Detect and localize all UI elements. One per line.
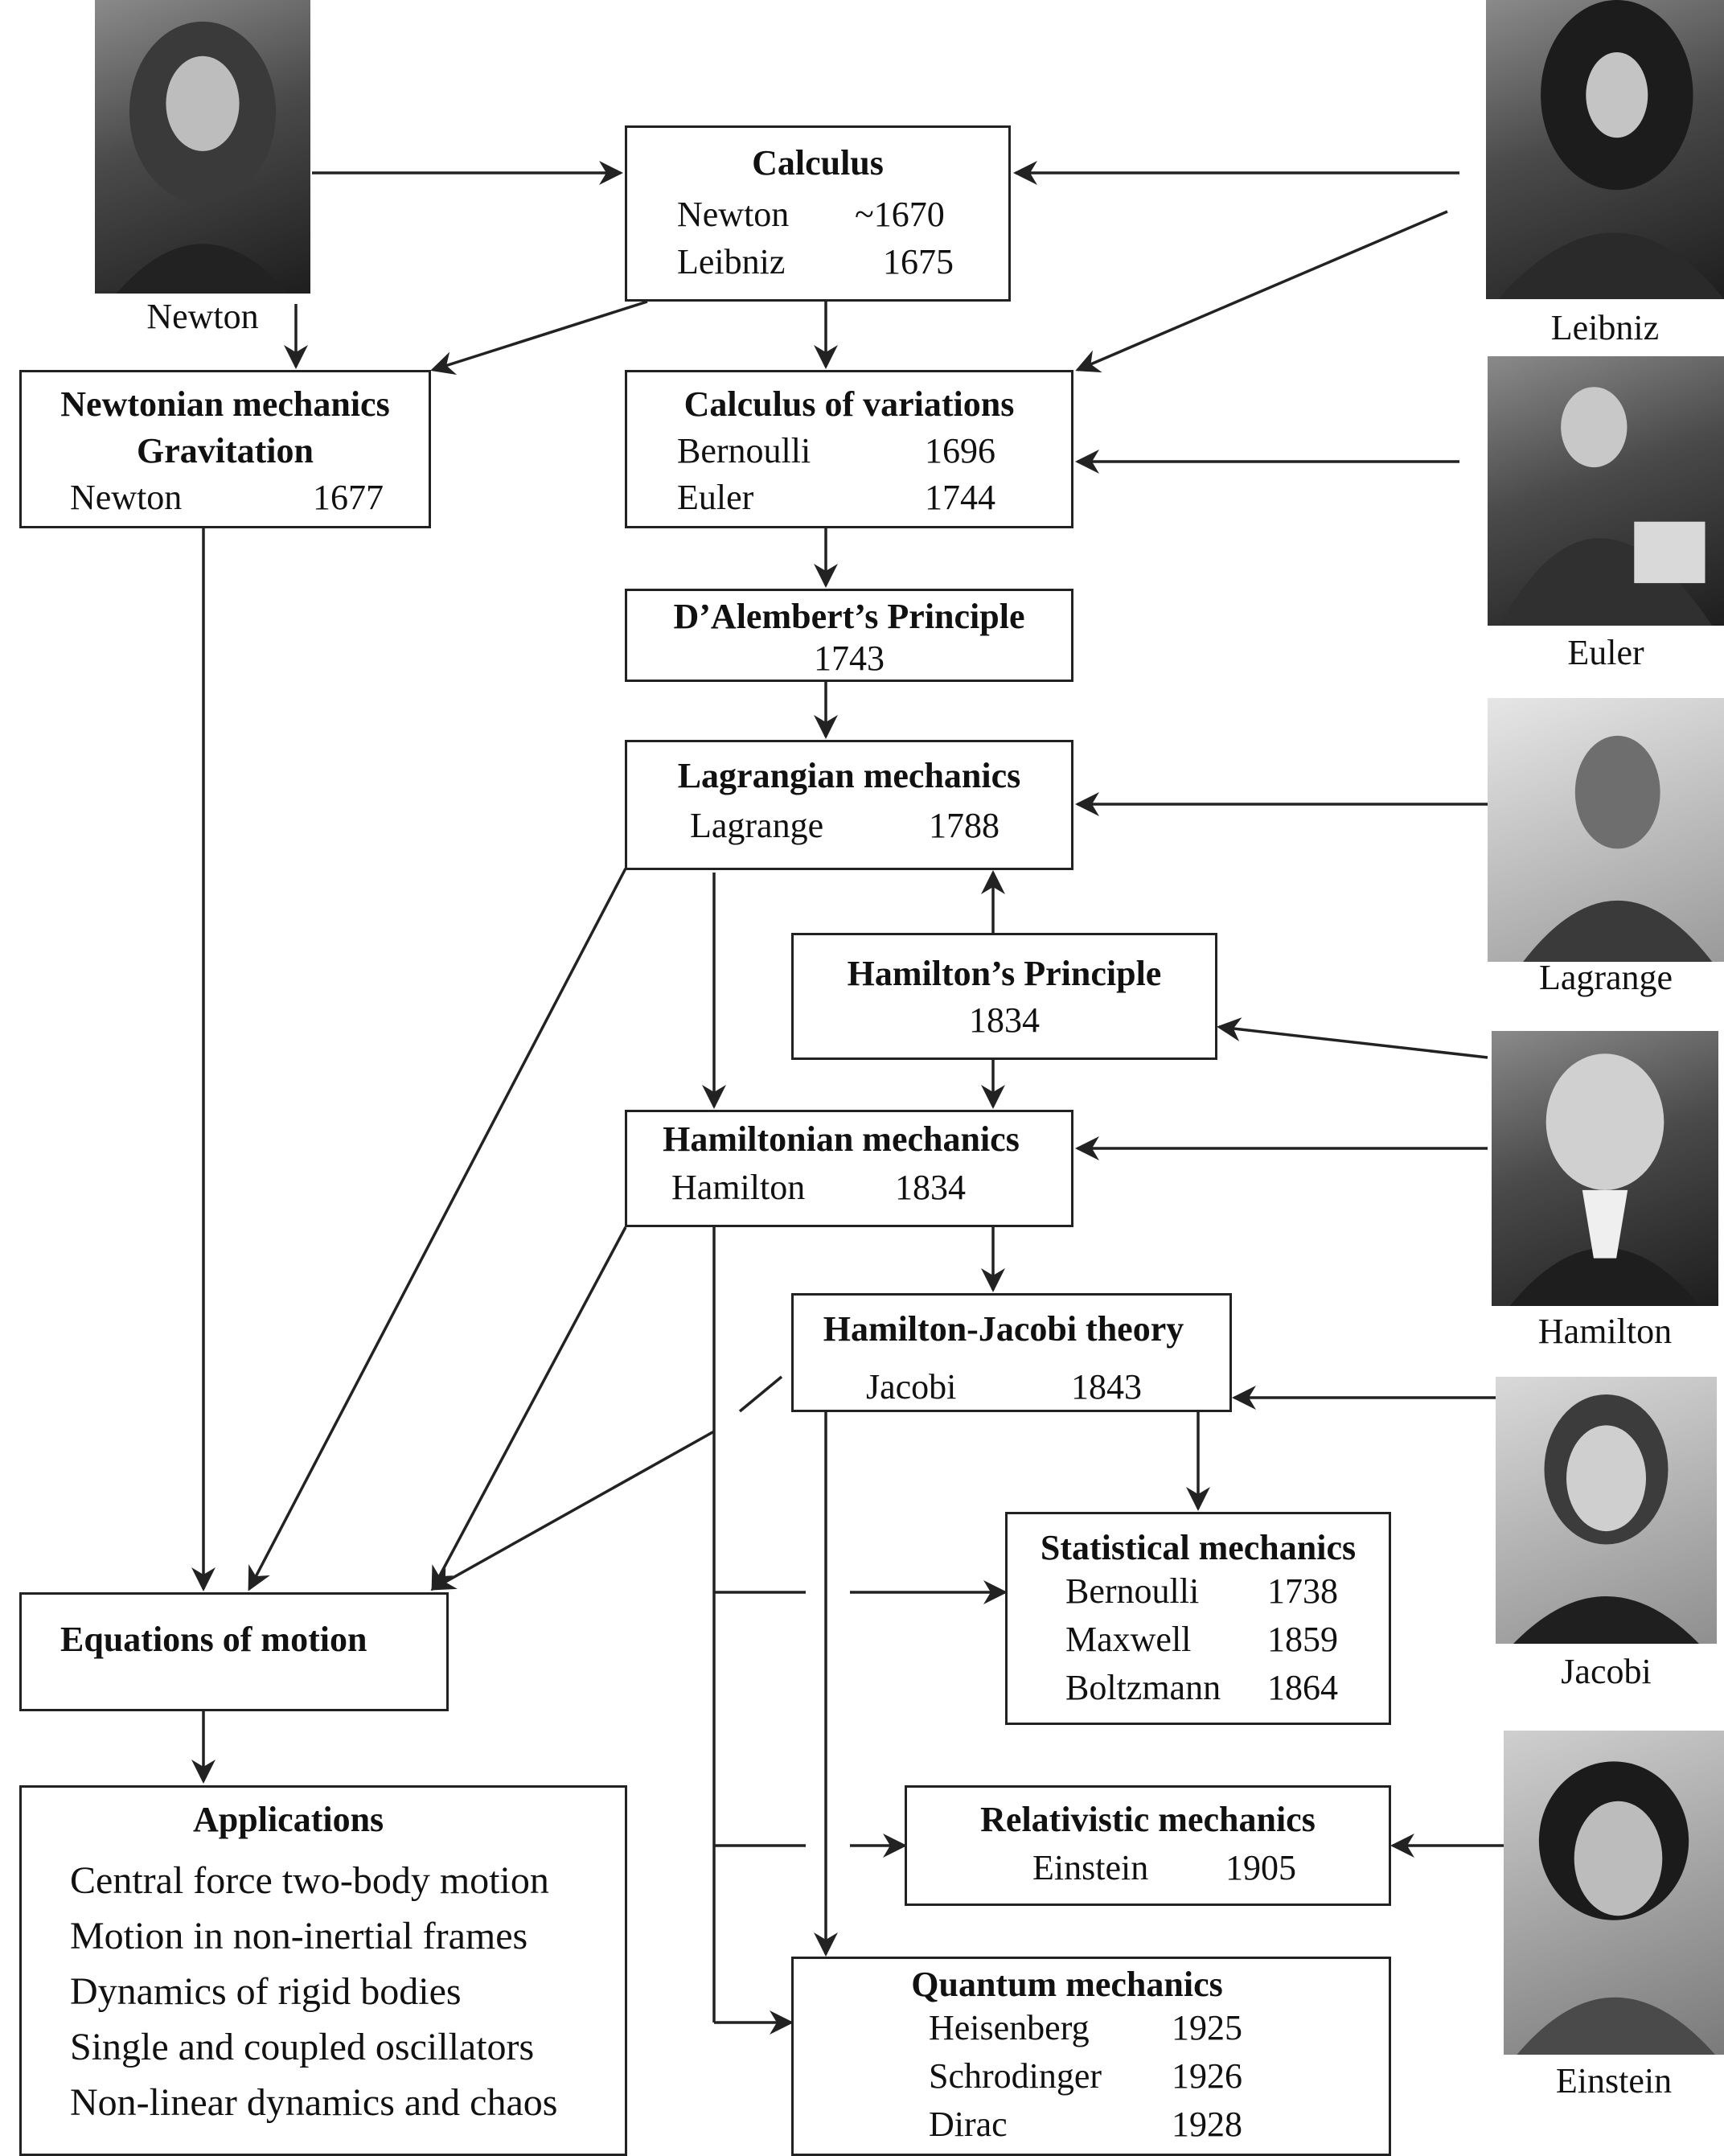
calculus-row-year: ~1670 (855, 195, 945, 234)
application-item: Single and coupled oscillators (70, 2026, 535, 2068)
hamilton-jacobi-title: Hamilton-Jacobi theory (823, 1309, 1184, 1349)
lagrangian-title: Lagrangian mechanics (677, 756, 1021, 795)
hamilton-jacobi-row-name: Jacobi (866, 1367, 957, 1407)
hamiltonian-mechanics-box: Hamiltonian mechanics Hamilton 1834 (625, 1110, 1073, 1227)
einstein-portrait (1504, 1731, 1724, 2055)
equations-of-motion-box: Equations of motion (19, 1592, 449, 1711)
variations-row-name: Bernoulli (677, 431, 811, 470)
statistical-row-year: 1859 (1267, 1620, 1338, 1659)
quantum-title: Quantum mechanics (911, 1965, 1223, 2004)
arrow-hamiltonian-equations (431, 1226, 627, 1591)
quantum-row-year: 1926 (1172, 2056, 1242, 2096)
arrow-hj-equations-a (738, 1375, 783, 1413)
application-item: Non-linear dynamics and chaos (70, 2081, 558, 2124)
statistical-mechanics-box: Statistical mechanics Bernoulli 1738 Max… (1005, 1512, 1391, 1725)
application-item: Central force two-body motion (70, 1859, 549, 1902)
applications-box: Applications Central force two-body moti… (19, 1785, 627, 2156)
lagrangian-row-name: Lagrange (690, 806, 824, 845)
variations-row-name: Euler (677, 478, 754, 517)
jacobi-portrait (1496, 1377, 1717, 1644)
statistical-title: Statistical mechanics (1040, 1528, 1357, 1567)
statistical-row-year: 1864 (1267, 1668, 1338, 1707)
lagrangian-mechanics-box: Lagrangian mechanics Lagrange 1788 (625, 740, 1073, 870)
dalembert-principle-box: D’Alembert’s Principle 1743 (625, 589, 1073, 682)
hamilton-jacobi-box: Hamilton-Jacobi theory Jacobi 1843 (791, 1293, 1232, 1412)
lagrangian-row-year: 1788 (929, 806, 1000, 845)
quantum-row-name: Dirac (929, 2105, 1008, 2144)
arrow-calculus-newtonian (430, 300, 648, 376)
quantum-row-year: 1928 (1172, 2105, 1242, 2144)
equations-title: Equations of motion (60, 1620, 367, 1659)
statistical-row-year: 1738 (1267, 1571, 1338, 1611)
calculus-row-year: 1675 (883, 242, 954, 281)
hamilton-principle-title: Hamilton’s Principle (847, 954, 1162, 993)
newtonian-row-name: Newton (70, 478, 183, 517)
jacobi-caption: Jacobi (1561, 1652, 1652, 1691)
arrow-hj-equations-b (430, 1430, 715, 1591)
newtonian-subtitle: Gravitation (137, 431, 314, 470)
lagrange-portrait (1488, 698, 1724, 962)
statistical-row-name: Maxwell (1065, 1620, 1192, 1659)
relativistic-mechanics-box: Relativistic mechanics Einstein 1905 (905, 1785, 1391, 1906)
euler-caption: Euler (1567, 633, 1644, 672)
hamiltonian-row-name: Hamilton (671, 1168, 806, 1207)
newtonian-mechanics-box: Newtonian mechanics Gravitation Newton 1… (19, 370, 431, 528)
newtonian-title: Newtonian mechanics (60, 384, 390, 424)
newtonian-row-year: 1677 (313, 478, 384, 517)
euler-portrait (1488, 356, 1724, 626)
quantum-mechanics-box: Quantum mechanics Heisenberg 1925 Schrod… (791, 1957, 1391, 2156)
leibniz-caption: Leibniz (1550, 308, 1660, 347)
quantum-row-year: 1925 (1172, 2008, 1242, 2047)
variations-title: Calculus of variations (683, 384, 1015, 424)
hamilton-jacobi-row-year: 1843 (1071, 1367, 1142, 1407)
calculus-of-variations-box: Calculus of variations Bernoulli 1696 Eu… (625, 370, 1073, 528)
arrow-hamilton-principle (1217, 1017, 1488, 1059)
hamilton-portrait (1492, 1031, 1718, 1306)
calculus-box: Calculus Newton ~1670 Leibniz 1675 (625, 125, 1011, 302)
calculus-title: Calculus (752, 143, 884, 183)
dalembert-title: D’Alembert’s Principle (673, 597, 1025, 636)
quantum-row-name: Heisenberg (929, 2008, 1090, 2047)
lagrange-caption: Lagrange (1538, 958, 1673, 997)
arrow-lagrangian-equations (248, 868, 627, 1591)
relativistic-row-year: 1905 (1225, 1848, 1296, 1887)
hamilton-caption: Hamilton (1537, 1312, 1673, 1351)
leibniz-portrait (1486, 0, 1724, 299)
statistical-row-name: Boltzmann (1065, 1668, 1221, 1707)
variations-row-year: 1744 (925, 478, 995, 517)
hamiltonian-title: Hamiltonian mechanics (663, 1119, 1020, 1159)
relativistic-title: Relativistic mechanics (980, 1800, 1316, 1839)
statistical-row-name: Bernoulli (1065, 1571, 1200, 1611)
application-item: Motion in non-inertial frames (70, 1915, 528, 1957)
application-item: Dynamics of rigid bodies (70, 1970, 462, 2013)
relativistic-row-name: Einstein (1032, 1848, 1149, 1887)
variations-row-year: 1696 (925, 431, 995, 470)
newton-portrait (95, 0, 310, 294)
quantum-row-name: Schrodinger (929, 2056, 1102, 2096)
dalembert-year: 1743 (814, 639, 885, 678)
calculus-row-name: Newton (677, 195, 790, 234)
hamiltons-principle-box: Hamilton’s Principle 1834 (791, 933, 1217, 1060)
hamilton-principle-year: 1834 (969, 1000, 1040, 1040)
calculus-row-name: Leibniz (677, 242, 786, 281)
hamiltonian-row-year: 1834 (895, 1168, 966, 1207)
arrow-leibniz-variations (1075, 210, 1448, 373)
einstein-caption: Einstein (1555, 2061, 1673, 2101)
newton-caption: Newton (146, 297, 259, 336)
applications-title: Applications (193, 1800, 384, 1839)
